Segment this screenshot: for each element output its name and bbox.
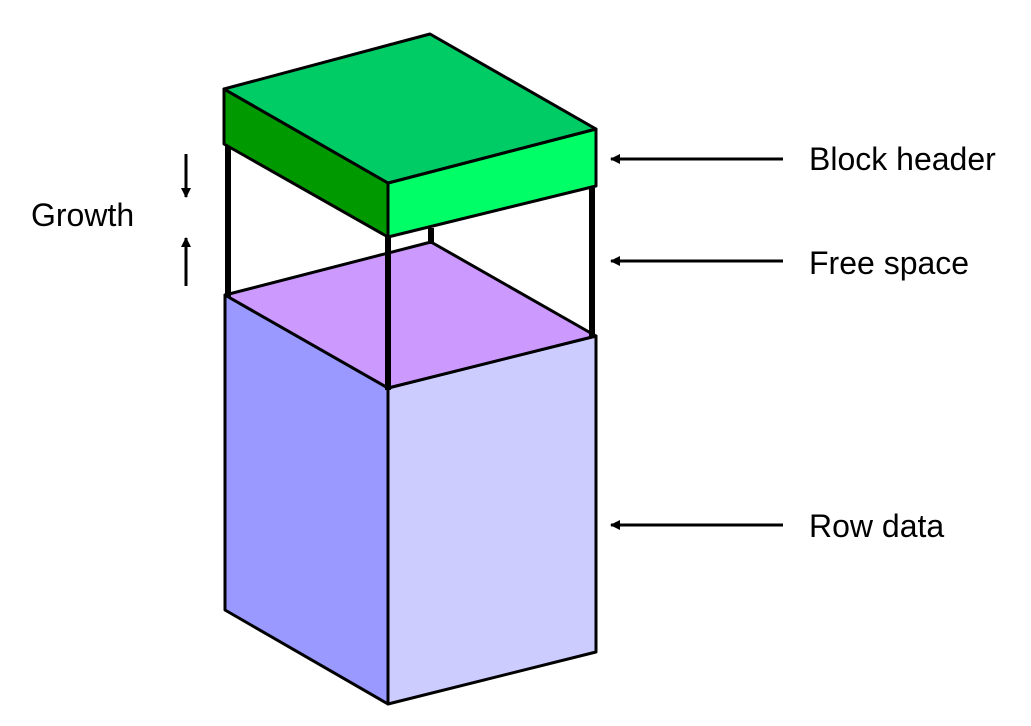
free-space-label: Free space	[809, 245, 970, 281]
row-data-right-face	[386, 334, 598, 706]
growth-label: Growth	[31, 197, 135, 233]
free-space-top-face	[223, 240, 598, 390]
block-header-slab	[222, 32, 598, 239]
block-header-label: Block header	[809, 141, 996, 177]
block-header-top-face	[222, 32, 598, 185]
row-data-label: Row data	[809, 508, 945, 544]
row-data-block	[223, 240, 598, 706]
free-space-posts	[225, 146, 595, 390]
pointer-arrows	[610, 154, 783, 530]
